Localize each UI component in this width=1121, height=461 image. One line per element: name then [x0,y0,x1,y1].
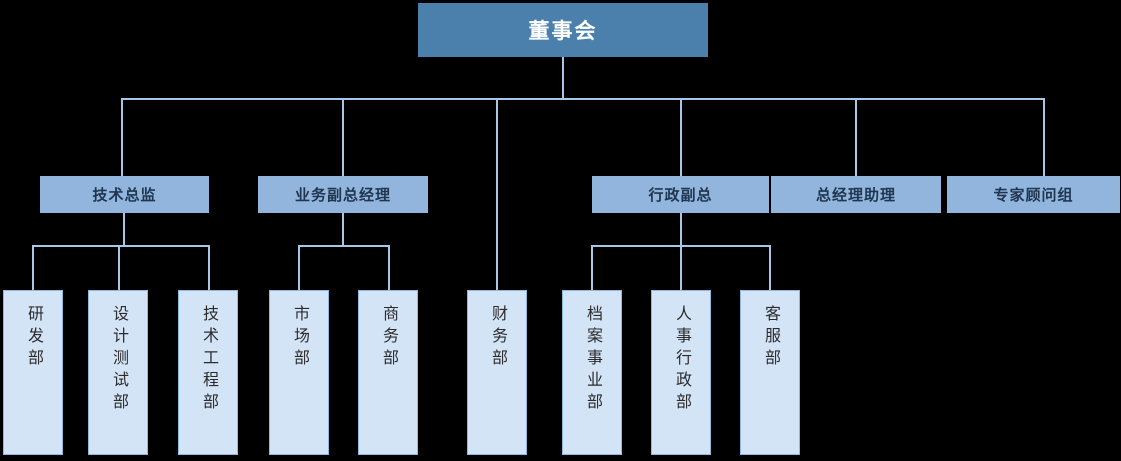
connector-drop-expert-group [1043,98,1045,176]
node-tech-engineering[interactable]: 技术工程部 [178,290,238,455]
node-business-vp[interactable]: 业务副总经理 [258,176,428,213]
node-archives-label: 档案事业部 [584,305,601,415]
node-customer-service[interactable]: 客服部 [740,290,800,455]
node-design-test[interactable]: 设计测试部 [88,290,148,455]
connector-bus-tech-director [32,245,210,247]
node-gm-assistant[interactable]: 总经理助理 [771,176,941,213]
node-finance-label: 财务部 [489,305,506,371]
connector-stem-admin-vp [680,213,682,246]
node-board[interactable]: 董事会 [418,3,708,57]
connector-stem-business-vp [342,213,344,246]
connector-drop-gm-assistant [855,98,857,176]
node-gm-assistant-label: 总经理助理 [815,187,896,204]
node-hr-admin[interactable]: 人事行政部 [651,290,711,455]
connector-drop-tech-engineering [208,245,210,290]
node-rd-label: 研发部 [25,305,42,371]
connector-drop-hr-admin [680,245,682,290]
connector-drop-tech-director [121,98,123,176]
node-tech-engineering-label: 技术工程部 [200,305,217,415]
node-tech-director-label: 技术总监 [92,187,157,204]
connector-drop-business-vp [342,98,344,176]
connector-drop-marketing [298,245,300,290]
node-marketing[interactable]: 市场部 [269,290,329,455]
node-admin-vp[interactable]: 行政副总 [592,176,769,213]
connector-drop-rd [32,245,34,290]
connector-stem-tech-director [123,213,125,246]
node-tech-director[interactable]: 技术总监 [40,176,209,213]
node-hr-admin-label: 人事行政部 [673,305,690,415]
node-admin-vp-label: 行政副总 [648,187,713,204]
connector-drop-admin-vp [680,98,682,176]
node-expert-group[interactable]: 专家顾问组 [947,176,1120,213]
node-board-label: 董事会 [528,20,598,43]
connector-drop-finance [496,98,498,290]
node-rd[interactable]: 研发部 [3,290,63,455]
connector-bus-business-vp [298,245,390,247]
connector-drop-design-test [118,245,120,290]
node-commerce-label: 商务部 [380,305,397,371]
node-finance[interactable]: 财务部 [467,290,527,455]
node-expert-group-label: 专家顾问组 [993,187,1074,204]
node-marketing-label: 市场部 [291,305,308,371]
connector-board-stem [562,57,564,100]
connector-drop-customer-service [769,245,771,290]
connector-drop-archives [591,245,593,290]
node-design-test-label: 设计测试部 [110,305,127,415]
node-customer-service-label: 客服部 [762,305,779,371]
node-archives[interactable]: 档案事业部 [562,290,622,455]
node-business-vp-label: 业务副总经理 [294,187,391,204]
connector-main-bus [121,98,1044,100]
node-commerce[interactable]: 商务部 [358,290,418,455]
connector-drop-commerce [388,245,390,290]
